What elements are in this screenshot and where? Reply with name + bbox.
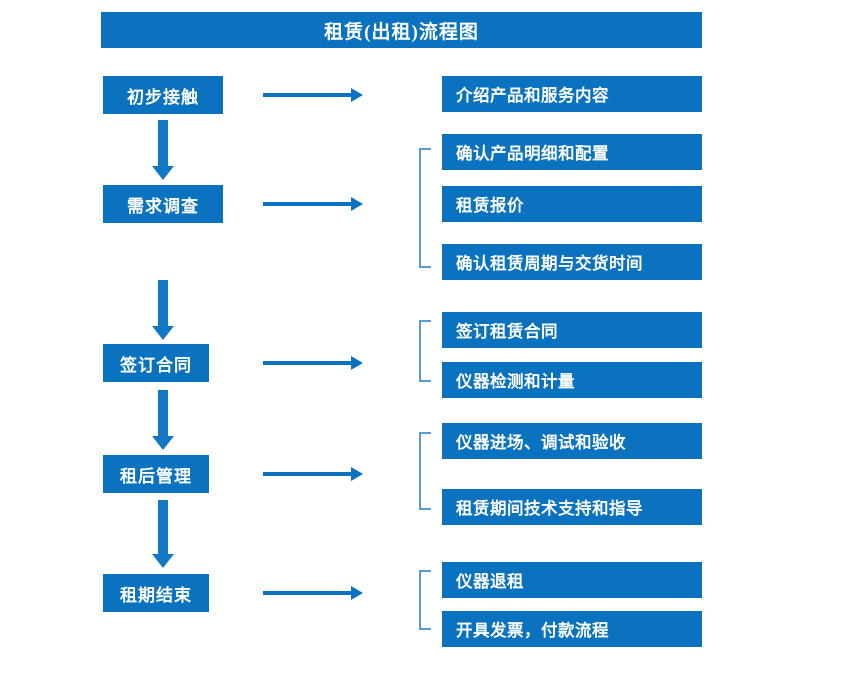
detail-box-10[interactable]: 开具发票，付款流程 <box>442 611 702 647</box>
stage-box-3[interactable]: 签订合同 <box>103 344 209 382</box>
vertical-arrow-2 <box>152 280 174 340</box>
page-title: 租赁(出租)流程图 <box>101 12 702 48</box>
detail-box-7[interactable]: 仪器进场、调试和验收 <box>442 423 702 459</box>
horizontal-arrow-1 <box>263 88 363 102</box>
group-bracket-4 <box>419 432 431 510</box>
vertical-arrow-4 <box>152 500 174 568</box>
group-bracket-3 <box>419 320 431 382</box>
horizontal-arrow-5 <box>263 586 363 600</box>
detail-box-1[interactable]: 介绍产品和服务内容 <box>442 76 702 112</box>
vertical-arrow-3 <box>152 390 174 450</box>
detail-box-3[interactable]: 租赁报价 <box>442 186 702 222</box>
detail-box-6[interactable]: 仪器检测和计量 <box>442 362 702 398</box>
group-bracket-5 <box>419 570 431 630</box>
group-bracket-2 <box>419 148 431 268</box>
detail-box-9[interactable]: 仪器退租 <box>442 562 702 598</box>
detail-box-8[interactable]: 租赁期间技术支持和指导 <box>442 489 702 525</box>
horizontal-arrow-2 <box>263 197 363 211</box>
horizontal-arrow-4 <box>263 467 363 481</box>
stage-box-4[interactable]: 租后管理 <box>103 455 209 493</box>
stage-box-5[interactable]: 租期结束 <box>103 574 209 612</box>
stage-box-1[interactable]: 初步接触 <box>103 76 223 114</box>
detail-box-5[interactable]: 签订租赁合同 <box>442 312 702 348</box>
detail-box-4[interactable]: 确认租赁周期与交货时间 <box>442 244 702 280</box>
detail-box-2[interactable]: 确认产品明细和配置 <box>442 134 702 170</box>
stage-box-2[interactable]: 需求调查 <box>103 185 223 223</box>
horizontal-arrow-3 <box>263 356 363 370</box>
vertical-arrow-1 <box>152 120 174 180</box>
